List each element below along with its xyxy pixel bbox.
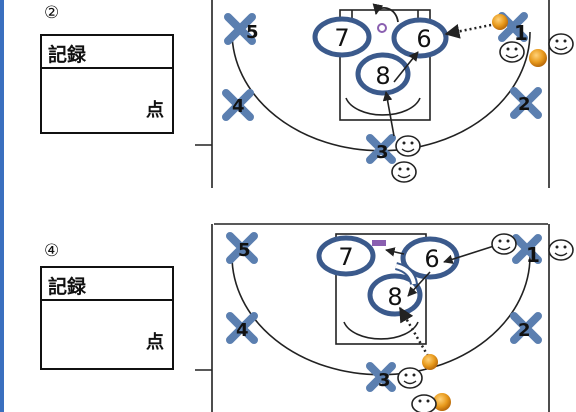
- ball-icon: [492, 14, 508, 30]
- defender-label: 4: [236, 320, 249, 341]
- smiley-icon: [548, 239, 574, 261]
- player-number: 6: [416, 25, 431, 53]
- ball-icon: [422, 354, 438, 370]
- defender-label: 2: [518, 320, 531, 341]
- player-number: 8: [387, 283, 402, 311]
- player-number: 8: [375, 62, 390, 90]
- defender-marker: 4: [226, 312, 258, 344]
- cut-arrow: [443, 245, 495, 264]
- player-number: 7: [334, 24, 349, 52]
- offense-player-circle: 6: [400, 236, 460, 280]
- defender-marker: 3: [366, 134, 396, 164]
- offense-player-circle: 8: [367, 273, 423, 317]
- defender-marker: 5: [224, 13, 259, 45]
- score-unit-label: 点: [146, 332, 164, 353]
- defender-label: 5: [246, 22, 259, 43]
- cut-arrow: [382, 91, 395, 137]
- panel-number: ④: [44, 241, 60, 261]
- player-number: 7: [338, 243, 353, 271]
- panel-number: ②: [44, 3, 60, 23]
- defender-marker: 2: [510, 87, 542, 119]
- record-box: 記録 点: [40, 266, 174, 370]
- hoop-icon: [377, 23, 387, 33]
- ball-icon: [433, 393, 451, 411]
- smiley-icon: [491, 233, 517, 255]
- record-label: 記録: [48, 44, 87, 66]
- defender-label: 3: [376, 142, 389, 163]
- offense-player-circle: 6: [391, 17, 449, 59]
- screen-marker: [395, 264, 416, 285]
- defender-marker: 5: [226, 232, 258, 264]
- smiley-icon: [499, 41, 525, 63]
- record-divider: [42, 299, 172, 301]
- curved-arrow: [372, 3, 399, 23]
- pass-arrow-dotted: [398, 306, 430, 357]
- smiley-icon: [391, 161, 417, 183]
- pass-arrow-dotted: [444, 22, 497, 39]
- smiley-icon: [411, 394, 437, 412]
- left-frame-bar: [0, 0, 4, 412]
- defender-label: 3: [378, 370, 391, 391]
- offense-player-circle: 7: [312, 16, 372, 58]
- defender-label: 5: [238, 240, 251, 261]
- player-number: 6: [424, 245, 439, 273]
- record-divider: [42, 67, 172, 69]
- defender-marker: 3: [366, 362, 396, 392]
- record-label: 記録: [48, 276, 87, 298]
- offense-player-circle: 8: [355, 52, 411, 96]
- record-box: 記録 点: [40, 34, 174, 134]
- smiley-icon: [548, 33, 574, 55]
- defender-label: 2: [518, 94, 531, 115]
- defender-label: 1: [514, 21, 528, 45]
- score-unit-label: 点: [146, 100, 164, 121]
- defender-marker: 2: [510, 312, 542, 344]
- smiley-icon: [397, 367, 423, 389]
- defender-marker: 4: [222, 89, 254, 121]
- cut-arrow: [385, 247, 405, 257]
- defender-label: 4: [232, 96, 245, 117]
- ball-icon: [529, 49, 547, 67]
- offense-player-circle: 7: [316, 235, 376, 277]
- smiley-icon: [395, 135, 421, 157]
- cut-arrow: [393, 51, 419, 83]
- cut-arrow: [407, 271, 431, 297]
- defender-label: 1: [526, 243, 540, 267]
- hoop-icon: [372, 240, 386, 246]
- court-lines: [195, 223, 550, 412]
- defender-marker: 1: [512, 234, 542, 267]
